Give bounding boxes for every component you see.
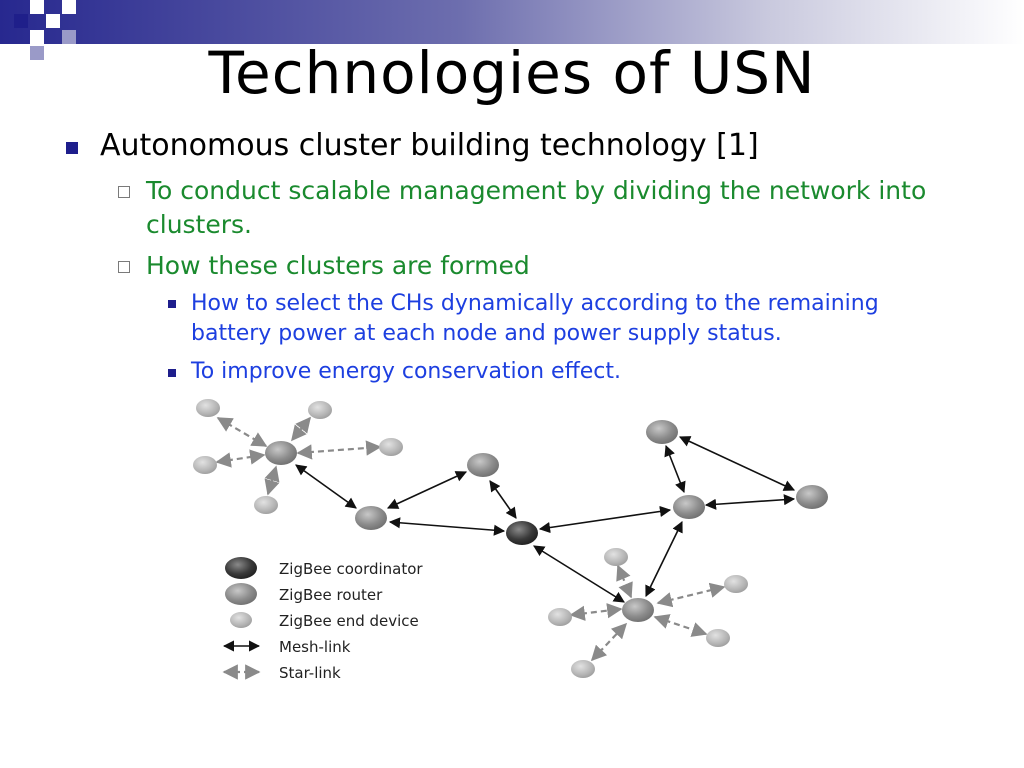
router-node bbox=[796, 485, 828, 509]
legend-router-icon bbox=[225, 583, 257, 605]
mesh-links bbox=[295, 436, 796, 603]
legend-coordinator-label: ZigBee coordinator bbox=[279, 560, 423, 578]
nodes bbox=[193, 399, 828, 678]
legend-end-device-icon bbox=[230, 612, 252, 628]
star-link bbox=[590, 622, 628, 662]
star-link bbox=[653, 614, 708, 637]
bullet-level3-line: How to select the CHs dynamically accord… bbox=[191, 291, 879, 316]
star-link bbox=[215, 449, 266, 468]
router-node bbox=[646, 420, 678, 444]
end-device-node bbox=[254, 496, 278, 514]
header-square-decoration bbox=[62, 0, 76, 14]
mesh-link bbox=[538, 505, 672, 534]
mesh-link bbox=[645, 520, 683, 598]
router-node bbox=[355, 506, 387, 530]
star-link bbox=[216, 417, 268, 447]
star-link bbox=[616, 564, 633, 599]
end-device-node bbox=[196, 399, 220, 417]
star-link bbox=[569, 603, 623, 621]
header-square-decoration bbox=[46, 14, 60, 28]
end-device-node bbox=[308, 401, 332, 419]
bullet-level1: Autonomous cluster building technology [… bbox=[100, 128, 759, 163]
mesh-link bbox=[664, 444, 686, 494]
legend-end-device-label: ZigBee end device bbox=[279, 612, 419, 630]
star-links bbox=[215, 416, 726, 662]
star-link bbox=[656, 582, 726, 608]
bullet-level3: To improve energy conservation effect. bbox=[191, 359, 621, 384]
legend-mesh-link-label: Mesh-link bbox=[279, 638, 351, 656]
bullet-square-icon bbox=[66, 142, 78, 154]
bullet-hollow-square-icon bbox=[118, 261, 130, 273]
mesh-link bbox=[388, 517, 506, 536]
legend-star-link-label: Star-link bbox=[279, 664, 341, 682]
router-node bbox=[467, 453, 499, 477]
mesh-link bbox=[386, 471, 468, 509]
router-node bbox=[622, 598, 654, 622]
end-device-node bbox=[571, 660, 595, 678]
star-link bbox=[264, 465, 280, 496]
mesh-link bbox=[489, 480, 517, 519]
bullet-square-small-icon bbox=[168, 369, 176, 377]
star-link bbox=[291, 416, 311, 442]
end-device-node bbox=[193, 456, 217, 474]
mesh-link bbox=[704, 494, 796, 510]
bullet-square-small-icon bbox=[168, 300, 176, 308]
header-square-decoration bbox=[30, 30, 44, 44]
mesh-link bbox=[678, 436, 796, 491]
bullet-level2-line: To conduct scalable management by dividi… bbox=[146, 176, 927, 205]
coordinator-node bbox=[506, 521, 538, 545]
slide-title: Technologies of USN bbox=[208, 39, 816, 107]
bullet-level3-line: battery power at each node and power sup… bbox=[191, 321, 782, 346]
end-device-node bbox=[548, 608, 572, 626]
end-device-node bbox=[604, 548, 628, 566]
bullet-hollow-square-icon bbox=[118, 186, 130, 198]
header-square-decoration bbox=[62, 30, 76, 44]
header-square-decoration bbox=[30, 46, 44, 60]
end-device-node bbox=[706, 629, 730, 647]
header-square-decoration bbox=[14, 14, 28, 28]
legend-router-label: ZigBee router bbox=[279, 586, 383, 604]
legend-coordinator-icon bbox=[225, 557, 257, 579]
header-gradient-bar bbox=[0, 0, 1024, 44]
star-link bbox=[296, 440, 382, 460]
end-device-node bbox=[379, 438, 403, 456]
end-device-node bbox=[724, 575, 748, 593]
router-node bbox=[673, 495, 705, 519]
mesh-link bbox=[533, 545, 625, 603]
bullet-level2-line: clusters. bbox=[146, 210, 252, 239]
diagram-legend: ZigBee coordinator ZigBee router ZigBee … bbox=[222, 557, 423, 682]
bullet-level2: How these clusters are formed bbox=[146, 251, 530, 280]
router-node bbox=[265, 441, 297, 465]
mesh-link bbox=[295, 464, 357, 509]
header-square-decoration bbox=[30, 0, 44, 14]
